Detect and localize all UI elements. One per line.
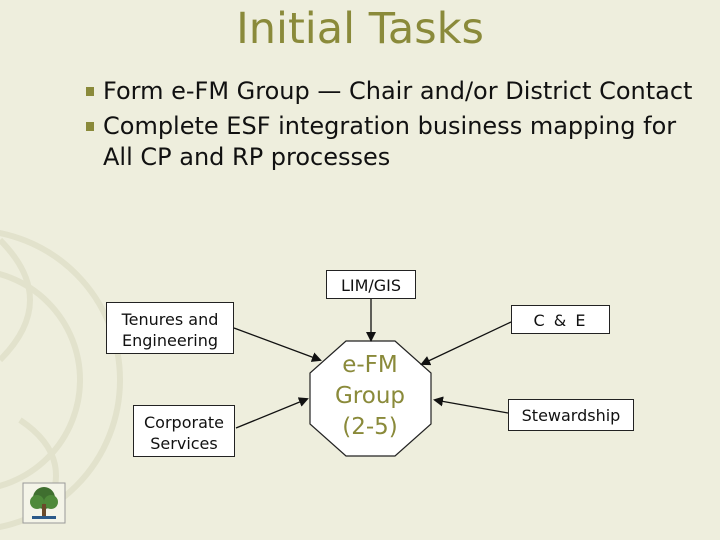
- node-corporate-services: Corporate Services: [133, 405, 235, 457]
- slide-title: Initial Tasks: [236, 4, 484, 54]
- bullet-item: Form e-FM Group — Chair and/or District …: [86, 76, 706, 107]
- node-corporate-line2: Services: [150, 434, 218, 453]
- node-lim-gis: LIM/GIS: [326, 270, 416, 299]
- node-c-and-e: C & E: [511, 305, 610, 334]
- node-tenures-engineering: Tenures and Engineering: [106, 302, 234, 354]
- bullet-text: Complete ESF integration business mappin…: [103, 112, 677, 171]
- tree-logo-icon: [22, 482, 66, 524]
- bullet-text: Form e-FM Group — Chair and/or District …: [103, 77, 693, 105]
- efm-group-label: e-FM Group (2-5): [312, 350, 428, 443]
- efm-group-line2: Group: [334, 383, 406, 409]
- bullet-list: Form e-FM Group — Chair and/or District …: [86, 76, 706, 177]
- square-bullet-icon: [86, 87, 94, 96]
- node-stewardship: Stewardship: [508, 399, 634, 431]
- efm-group-line3: (2-5): [342, 414, 398, 440]
- node-corporate-line1: Corporate: [144, 413, 224, 432]
- node-tenures-line1: Tenures and: [121, 310, 219, 329]
- node-tenures-line2: Engineering: [122, 331, 218, 350]
- bullet-item: Complete ESF integration business mappin…: [86, 111, 706, 173]
- square-bullet-icon: [86, 122, 94, 131]
- efm-group-line1: e-FM: [342, 352, 398, 378]
